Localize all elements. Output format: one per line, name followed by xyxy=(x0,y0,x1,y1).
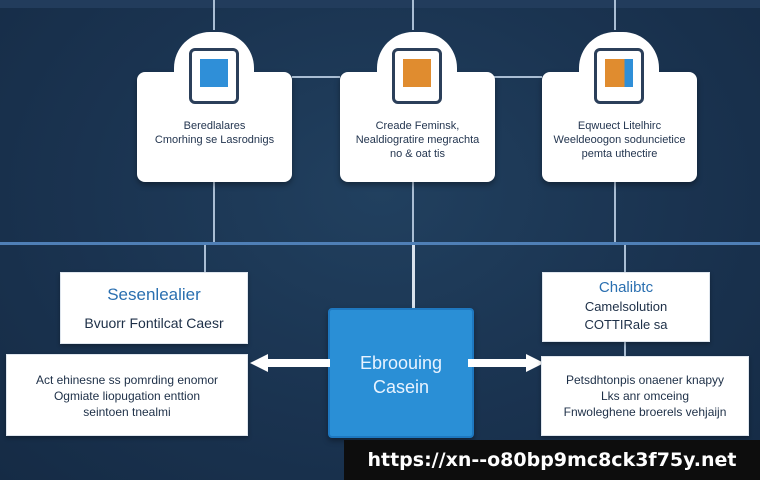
connector-line xyxy=(624,245,626,273)
top-card-2: Creade Feminsk, Nealdiogratire megrachta… xyxy=(340,32,495,182)
connector-line xyxy=(494,76,542,78)
top-card-1: Beredlalares Cmorhing se Lasrodnigs xyxy=(137,32,292,182)
top-card-3: Eqwuect Litelhirc Weeldeoogon soduncieti… xyxy=(542,32,697,182)
box-line-3: COTTIRale sa xyxy=(584,317,668,332)
left-top-box: Sesenlealier Bvuorr Fontilcat Caesr xyxy=(60,272,248,344)
center-line-1: Ebroouing xyxy=(359,353,443,373)
blue-square-icon xyxy=(189,48,239,104)
box-line-1: Petsdhtonpis onaener knapyy xyxy=(565,373,725,387)
card-subtitle: Nealdiogratire megrachta xyxy=(355,134,480,146)
left-bottom-box: Act ehinesne ss pomrding enomor Ogmiate … xyxy=(6,354,248,436)
left-arrow-icon xyxy=(250,354,330,372)
card-note: pemta uthectire xyxy=(581,148,658,160)
orange-square-icon xyxy=(392,48,442,104)
card-title: Eqwuect Litelhirc xyxy=(577,120,662,132)
box-title: Chalibtc xyxy=(598,279,654,296)
connector-line xyxy=(292,76,340,78)
connector-line xyxy=(204,245,206,273)
card-title: Beredlalares xyxy=(183,120,246,132)
card-subtitle: Weeldeoogon soduncietice xyxy=(553,134,686,146)
connector-line xyxy=(614,182,616,242)
card-title: Creade Feminsk, xyxy=(375,120,460,132)
box-line-3: Fnwoleghene broerels vehjaijn xyxy=(563,405,727,419)
orange-blue-square-icon xyxy=(594,48,644,104)
box-line-3: seintoen tnealmi xyxy=(83,405,171,419)
right-top-box: Chalibtc Camelsolution COTTIRale sa xyxy=(542,272,710,342)
box-line-2: Camelsolution xyxy=(584,299,668,314)
connector-line xyxy=(412,0,414,30)
box-line-2: Ogmiate liopugation enttion xyxy=(53,389,201,403)
connector-line xyxy=(614,0,616,30)
connector-line xyxy=(213,182,215,242)
box-subtitle: Bvuorr Fontilcat Caesr xyxy=(84,315,224,331)
connector-line xyxy=(412,245,415,309)
box-line-1: Act ehinesne ss pomrding enomor xyxy=(35,373,219,387)
card-subtitle: Cmorhing se Lasrodnigs xyxy=(154,134,275,146)
connector-line xyxy=(213,0,215,30)
right-arrow-icon xyxy=(468,354,544,372)
right-bottom-box: Petsdhtonpis onaener knapyy Lks anr omce… xyxy=(541,356,749,436)
center-line-2: Casein xyxy=(372,377,430,397)
watermark-url: https://xn--o80bp9mc8ck3f75y.net xyxy=(344,440,760,480)
box-line-2: Lks anr omceing xyxy=(600,389,690,403)
connector-line xyxy=(412,182,414,242)
connector-line xyxy=(624,340,626,358)
center-box: Ebroouing Casein xyxy=(328,308,474,438)
main-horizontal-line xyxy=(0,242,760,245)
box-title: Sesenlealier xyxy=(107,285,201,304)
top-strip xyxy=(0,0,760,8)
card-note: no & oat tis xyxy=(389,148,446,160)
